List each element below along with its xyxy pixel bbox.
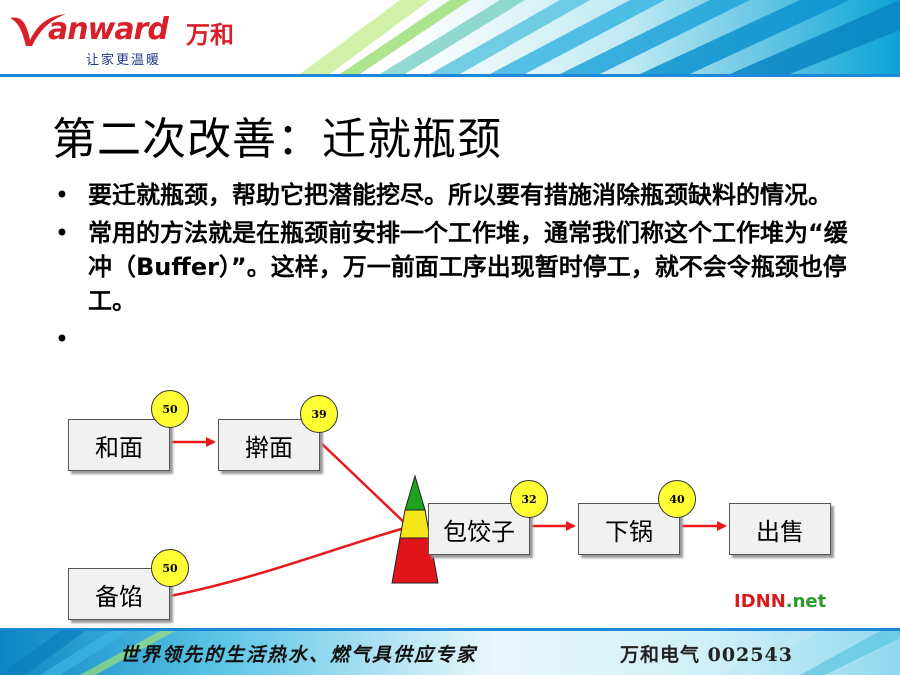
bullet-text: 常用的方法就是在瓶颈前安排一个工作堆，通常我们称这个工作堆为“缓冲（Buffer… [88,219,848,315]
watermark-part-b: .net [785,591,827,612]
logo-v-swoosh-icon [10,14,66,46]
logo-slogan: 让家更温暖 [86,53,162,68]
node-label: 出售 [756,517,804,546]
watermark: IDNN.net [734,591,826,612]
footer-band: 世界领先的生活热水、燃气具供应专家 万和电气 002543 [0,628,900,675]
footer-stripe-decoration [0,628,900,675]
bullet-item: • 要迁就瓶颈，帮助它把潜能挖尽。所以要有措施消除瓶颈缺料的情况。 [52,178,852,212]
node-ganmian: 擀面 [218,419,320,471]
buffer-segment-top [404,474,426,511]
capacity-badge-ganmian: 39 [300,395,338,433]
line-ganmian-to-buffer [319,441,409,527]
bullet-item-empty: • [52,322,852,356]
node-label: 下锅 [605,517,653,546]
logo-wordmark: anward [48,12,169,47]
buffer-segment-middle [399,509,431,539]
vanward-logo: anward 万和 让家更温暖 [10,8,254,72]
bullet-list: • 要迁就瓶颈，帮助它把潜能挖尽。所以要有措施消除瓶颈缺料的情况。 • 常用的方… [52,178,852,360]
header-band: anward 万和 让家更温暖 [0,0,900,78]
node-label: 和面 [95,433,143,462]
node-label: 包饺子 [443,517,515,546]
footer-slogan: 世界领先的生活热水、燃气具供应专家 [120,644,478,666]
process-flow-diagram: 和面 50 擀面 39 备馅 50 包饺子 32 下锅 40 出售 IDNN.n… [0,378,900,630]
slide-title: 第二次改善：迁就瓶颈 [52,114,502,165]
bullet-dot: • [54,325,70,353]
bullet-dot: • [54,181,70,209]
capacity-badge-beixian: 50 [151,549,189,587]
capacity-badge-xiaguo: 40 [658,480,696,518]
watermark-part-a: IDNN [734,591,786,612]
logo-chinese-name: 万和 [186,21,234,49]
line-beixian-to-buffer [169,526,406,598]
node-label: 备馅 [95,582,143,611]
node-baojiaozi: 包饺子 [428,503,530,555]
buffer-triangle [391,474,439,584]
bullet-dot: • [54,219,70,247]
capacity-badge-baojiaozi: 32 [510,480,548,518]
capacity-badge-hemian: 50 [151,390,189,428]
header-divider-line [0,74,900,77]
bullet-text: 要迁就瓶颈，帮助它把潜能挖尽。所以要有措施消除瓶颈缺料的情况。 [88,181,832,209]
node-label: 擀面 [245,433,293,462]
header-stripe-decoration [0,0,900,74]
buffer-segment-bottom [391,537,439,584]
bullet-item: • 常用的方法就是在瓶颈前安排一个工作堆，通常我们称这个工作堆为“缓冲（Buff… [52,216,852,318]
node-chushou: 出售 [729,503,831,555]
node-hemian: 和面 [68,419,170,471]
footer-company-code: 万和电气 002543 [620,644,793,666]
flow-connectors [169,437,727,598]
